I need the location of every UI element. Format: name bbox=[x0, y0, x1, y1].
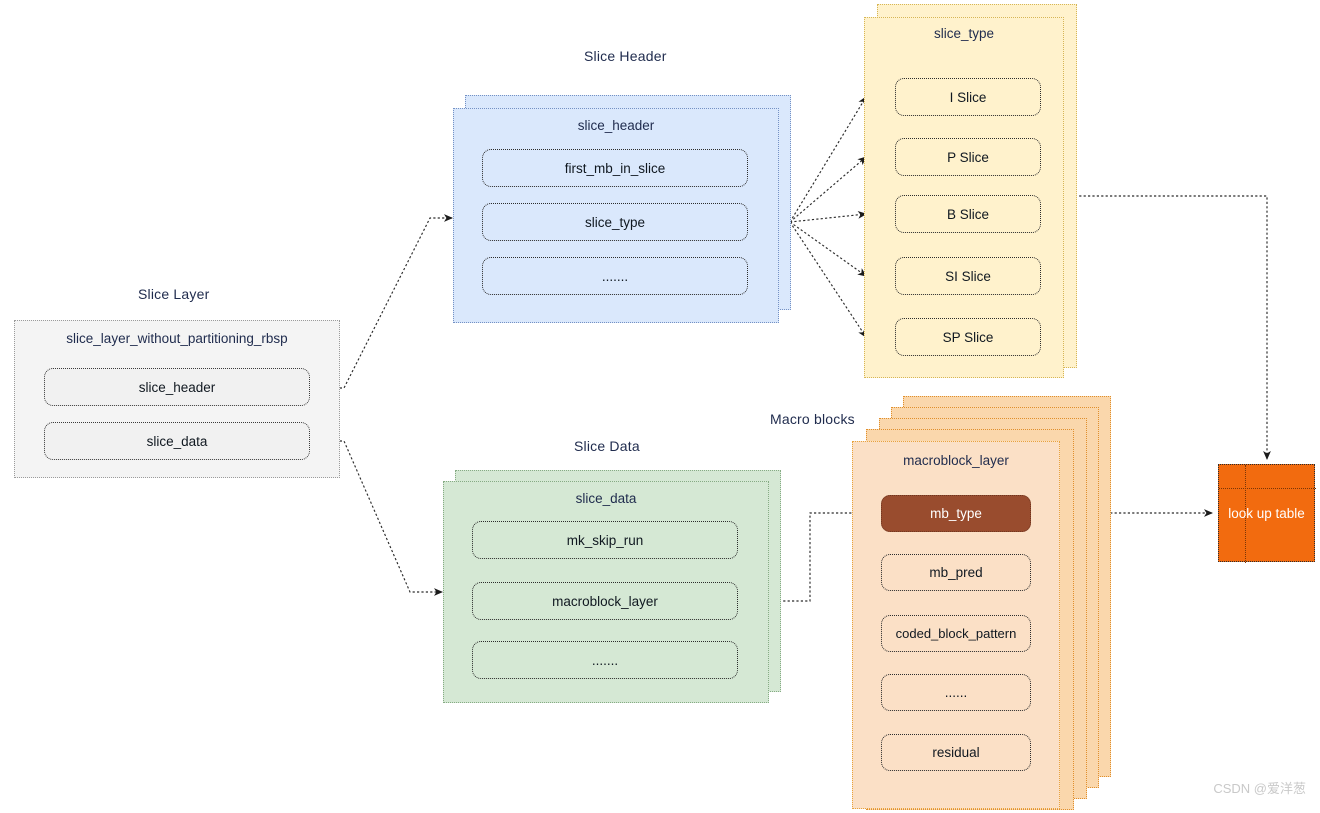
slice-layer-item-slice-data[interactable]: slice_data bbox=[44, 422, 310, 460]
lookup-table-label: look up table bbox=[1228, 506, 1305, 521]
macroblock-item-mb-type[interactable]: mb_type bbox=[881, 495, 1031, 532]
slice-header-item-slice-type[interactable]: slice_type bbox=[482, 203, 748, 241]
edge-slicetype-to-b-slice bbox=[789, 210, 867, 223]
slice-type-panel-title: slice_type bbox=[933, 26, 995, 41]
macroblock-panel-title: macroblock_layer bbox=[903, 453, 1009, 468]
lookup-table-box[interactable]: look up table bbox=[1218, 464, 1316, 563]
edge-slicetype-to-i-slice bbox=[789, 96, 867, 223]
slice-data-title: Slice Data bbox=[574, 438, 640, 454]
slice-header-item-ellipsis[interactable]: ....... bbox=[482, 257, 748, 295]
slice-type-item-p-slice[interactable]: P Slice bbox=[895, 138, 1041, 176]
macro-blocks-title: Macro blocks bbox=[770, 411, 855, 427]
slice-header-title: Slice Header bbox=[584, 48, 667, 64]
edge-slicetype-to-sp-slice bbox=[789, 221, 867, 338]
slice-type-item-b-slice[interactable]: B Slice bbox=[895, 195, 1041, 233]
lookup-table-column-divider bbox=[1245, 465, 1246, 563]
slice-data-panel-title: slice_data bbox=[575, 491, 637, 506]
slice-type-item-si-slice[interactable]: SI Slice bbox=[895, 257, 1041, 295]
edge-slicetype-to-si-slice bbox=[789, 221, 867, 277]
lookup-table-row-divider bbox=[1219, 488, 1316, 489]
macroblock-item-mb-pred[interactable]: mb_pred bbox=[881, 554, 1031, 591]
watermark: CSDN @爱洋葱 bbox=[1213, 781, 1306, 796]
slice-layer-item-slice-header[interactable]: slice_header bbox=[44, 368, 310, 406]
slice-type-item-i-slice[interactable]: I Slice bbox=[895, 78, 1041, 116]
macroblock-item-coded-block-pattern[interactable]: coded_block_pattern bbox=[881, 615, 1031, 652]
edge-slicetype-to-p-slice bbox=[789, 156, 867, 223]
slice-header-panel-title: slice_header bbox=[577, 118, 655, 133]
slice-type-item-sp-slice[interactable]: SP Slice bbox=[895, 318, 1041, 356]
macroblock-item-residual[interactable]: residual bbox=[881, 734, 1031, 771]
slice-data-item-macroblock-layer[interactable]: macroblock_layer bbox=[472, 582, 738, 620]
slice-data-item-mk-skip-run[interactable]: mk_skip_run bbox=[472, 521, 738, 559]
slice-header-item-first-mb-in-slice[interactable]: first_mb_in_slice bbox=[482, 149, 748, 187]
slice-layer-panel-title: slice_layer_without_partitioning_rbsp bbox=[66, 331, 288, 346]
macroblock-item-ellipsis[interactable]: ...... bbox=[881, 674, 1031, 711]
slice-data-item-ellipsis[interactable]: ....... bbox=[472, 641, 738, 679]
slice-layer-title: Slice Layer bbox=[138, 286, 210, 302]
